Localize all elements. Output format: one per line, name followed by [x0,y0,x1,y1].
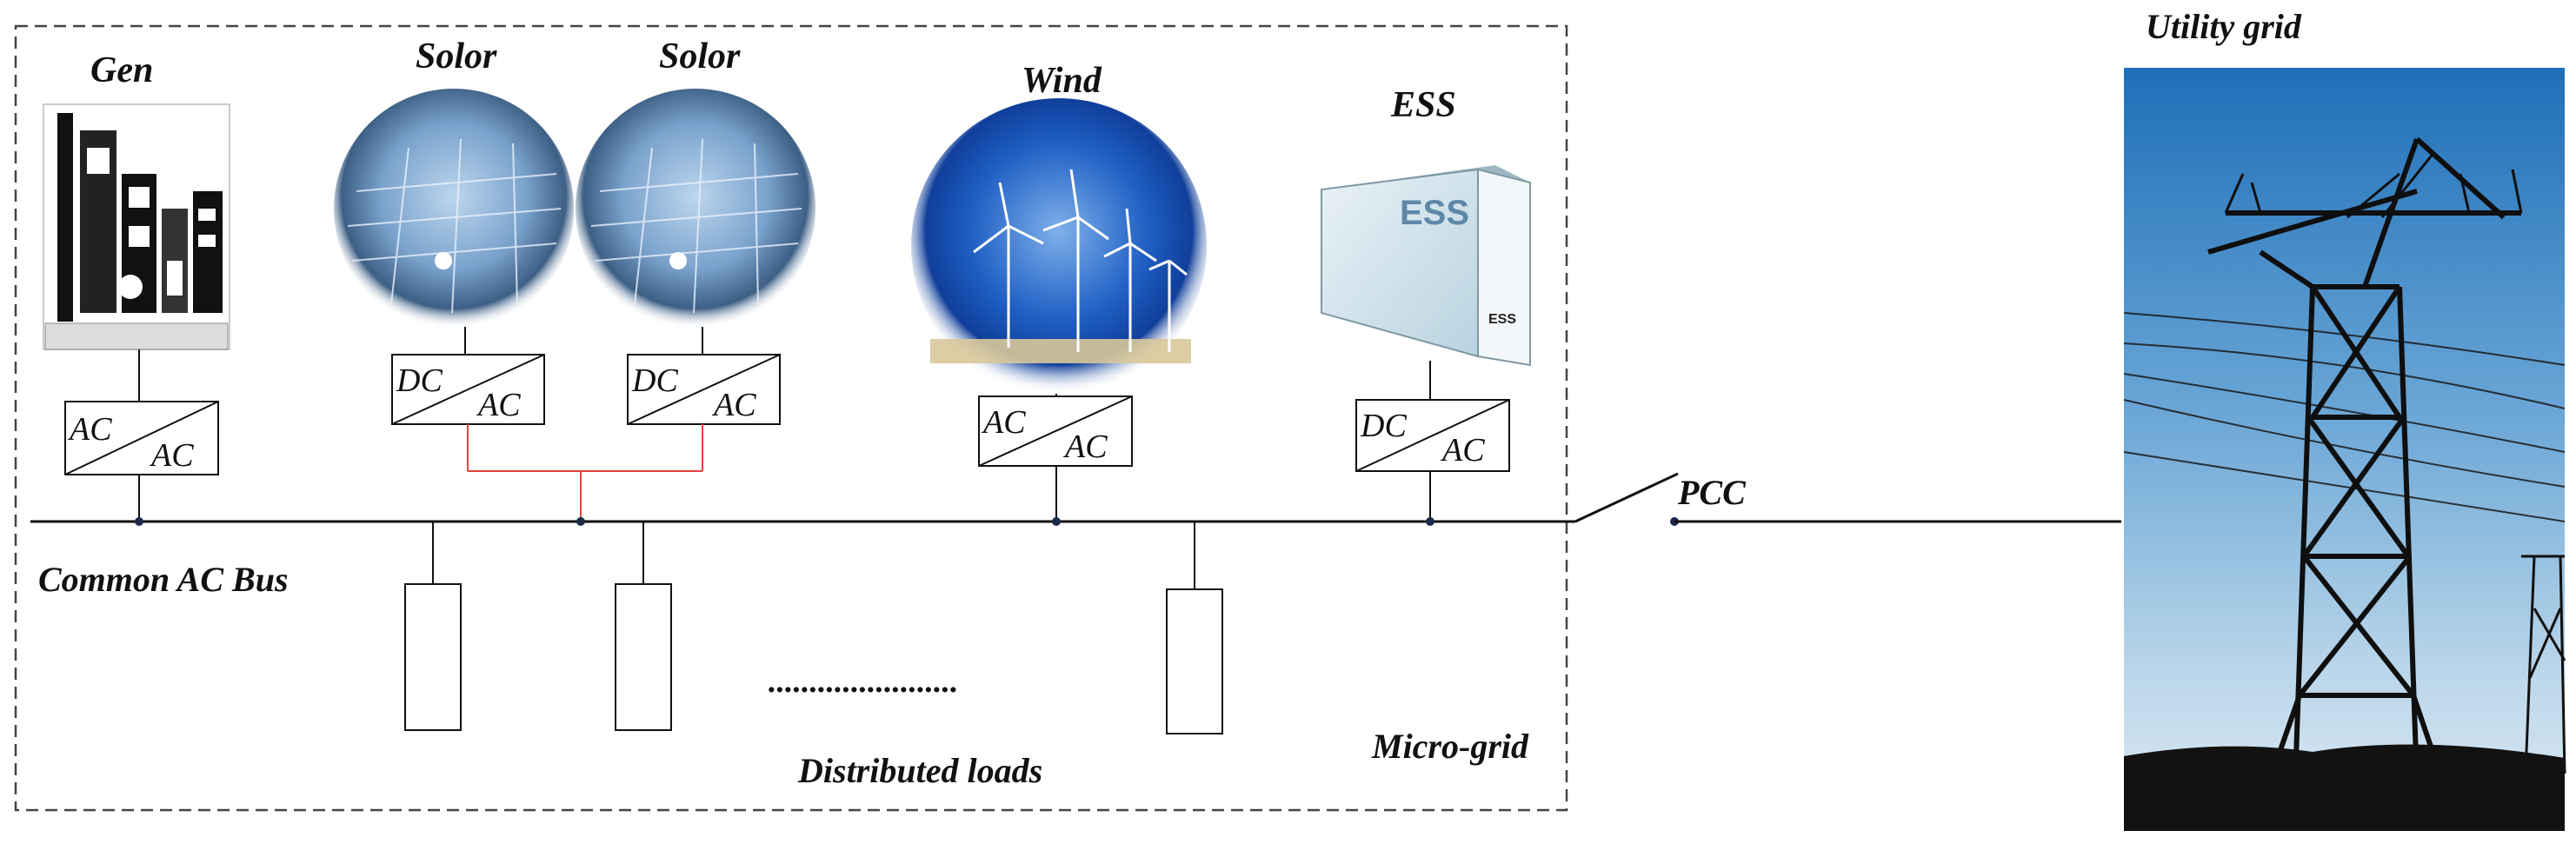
utility-grid-label: Utility grid [2146,7,2302,46]
microgrid-label: Micro-grid [1371,727,1529,766]
solar-panel-icon [334,89,574,329]
solar1-dc-ac-converter: DC AC [391,354,545,425]
ess-dc-ac-converter: DC AC [1355,399,1510,472]
microgrid-boundary [14,24,1568,812]
common-ac-bus-label: Common AC Bus [38,560,289,599]
gen-ac-ac-converter: AC AC [64,401,219,475]
generator-icon [43,103,230,350]
solar-dc-link [467,424,703,472]
ess-panel-text: ESS [1400,194,1469,232]
loads-ellipsis: ....................... [769,663,959,700]
load-2 [615,522,672,731]
wind-label: Wind [1022,61,1102,101]
ess-side-text: ESS [1488,312,1516,327]
load-3 [1166,522,1223,734]
gen-label: Gen [90,50,153,90]
energy-storage-icon: ESS ESS [1321,165,1531,367]
solar2-converter-out: AC [711,387,756,423]
solar1-label: Solor [416,37,497,76]
solar1-converter-in: DC [396,362,443,399]
solar1-converter-out: AC [476,387,521,423]
pcc-switch [1574,472,2121,526]
distributed-loads-label: Distributed loads [797,751,1042,790]
ess-converter-out: AC [1440,432,1485,469]
wind-converter-out: AC [1062,429,1108,465]
ess-converter-in: DC [1360,408,1407,444]
solar-panel-icon [576,89,815,329]
solar2-label: Solor [659,37,741,76]
solar2-dc-ac-converter: DC AC [627,354,781,425]
gen-converter-out: AC [149,437,194,474]
wind-ac-ac-converter: AC AC [978,395,1133,467]
wind-turbine-icon [911,98,1207,394]
solar2-converter-in: DC [631,362,678,399]
load-1 [404,522,462,731]
transmission-tower-photo [2123,68,2566,831]
gen-converter-in: AC [67,411,112,448]
bus-nodes [135,517,1434,526]
wind-converter-in: AC [981,404,1026,441]
pcc-label: PCC [1677,473,1747,512]
ess-label: ESS [1390,85,1456,125]
